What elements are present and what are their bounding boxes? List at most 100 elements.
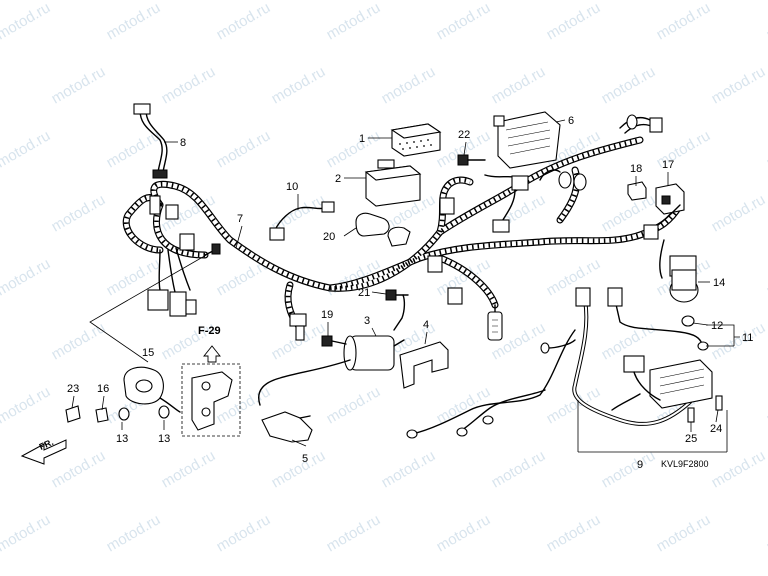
watermark-text: motod.ru [764,127,768,171]
watermark-text: motod.ru [0,127,53,171]
leader-lines [71,119,740,453]
harness-segment [437,177,473,235]
watermark-text: motod.ru [214,127,274,171]
watermark-text: motod.ru [544,0,604,43]
diagram-code: KVL9F2800 [661,459,709,469]
callout-17: 17 [662,159,674,171]
watermark-text: motod.ru [434,511,494,555]
figure-reference-label: F-29 [198,325,221,337]
clamp-part-20 [355,212,411,247]
callout-12: 12 [711,320,723,332]
lead-wire-part [133,103,168,179]
spark-plug-cap-part-5 [261,411,313,443]
texture-dot [416,146,418,148]
regulator-rectifier-part [493,111,561,169]
bolt-part-22 [457,154,486,166]
texture-dot [427,139,429,141]
relay-part-17 [655,183,685,215]
callout-20: 20 [323,231,335,243]
callout-9: 9 [637,459,643,471]
callout-10: 10 [286,181,298,193]
watermark-text: motod.ru [0,383,53,427]
texture-dot [420,140,422,142]
fuse-part-18 [627,181,647,201]
watermark-text: motod.ru [0,511,53,555]
harness-lower-connector [289,313,307,341]
texture-dot [423,145,425,147]
watermark-text: motod.ru [214,511,274,555]
sensor-part-15 [123,366,181,413]
watermark-text: motod.ru [709,191,768,235]
callout-13a: 13 [116,433,128,445]
callout-15: 15 [142,347,154,359]
watermark-text: motod.ru [159,63,219,107]
watermark-text: motod.ru [764,255,768,299]
watermark-text: motod.ru [324,511,384,555]
watermark-text: motod.ru [379,63,439,107]
starter-relay-part-14 [643,204,699,303]
watermark-text: motod.ru [104,0,164,43]
callout-labels: 1 2 3 4 5 6 7 8 9 10 11 12 13 13 14 15 1… [67,115,753,471]
callout-24: 24 [710,423,722,435]
watermark-text: motod.ru [654,511,714,555]
watermark-text: motod.ru [764,383,768,427]
callout-11: 11 [742,332,753,344]
callout-21: 21 [358,287,370,299]
callout-13b: 13 [158,433,170,445]
center-cylinder-part [487,304,503,341]
cdi-unit-part [364,159,422,207]
callout-22: 22 [458,129,470,141]
bolt-part-19 [321,335,347,347]
watermark-text: motod.ru [764,0,768,43]
watermark-text: motod.ru [49,191,109,235]
left-connector-cluster [147,195,221,317]
harness-segment [558,169,580,222]
watermark-text: motod.ru [0,0,53,43]
texture-dot [413,141,415,143]
texture-dot [399,143,401,145]
callout-8: 8 [180,137,186,149]
texture-dot [409,147,411,149]
callout-7: 7 [237,213,243,225]
fasteners-parts [65,405,170,423]
watermark-text: motod.ru [489,63,549,107]
watermark-text: motod.ru [269,447,329,491]
callout-1: 1 [359,133,365,145]
texture-dot [430,144,432,146]
connector-lead-part-10 [269,201,335,241]
watermark-text: motod.ru [709,447,768,491]
callout-2: 2 [335,173,341,185]
watermark-text: motod.ru [654,0,714,43]
callout-16: 16 [97,383,109,395]
f29-inset [181,345,241,437]
callout-3: 3 [364,315,370,327]
center-connectors [427,197,463,305]
bolt-part-21 [385,289,409,301]
watermark-text: motod.ru [49,319,109,363]
watermark-text: motod.ru [214,0,274,43]
callout-18: 18 [630,163,642,175]
watermark-text: motod.ru [764,511,768,555]
watermark-text: motod.ru [269,63,329,107]
watermark-text: motod.ru [324,0,384,43]
callout-5: 5 [302,453,308,465]
bracket-part-4 [399,341,449,389]
sub-harness-part-9 [406,287,713,439]
control-unit-part [390,123,442,157]
battery-cables-part-11 [607,287,709,351]
front-direction-arrow [20,439,67,465]
callout-23: 23 [67,383,79,395]
callout-19: 19 [321,309,333,321]
watermark-text: motod.ru [379,447,439,491]
upper-connectors [484,114,663,233]
watermark-text: motod.ru [49,447,109,491]
watermark-text: motod.ru [544,511,604,555]
ignition-coil-part-3 [258,294,406,406]
watermark-text: motod.ru [434,0,494,43]
callout-4: 4 [423,319,429,331]
watermark-text: motod.ru [104,511,164,555]
texture-dot [406,142,408,144]
watermark-text: motod.ru [324,127,384,171]
texture-dot [402,148,404,150]
